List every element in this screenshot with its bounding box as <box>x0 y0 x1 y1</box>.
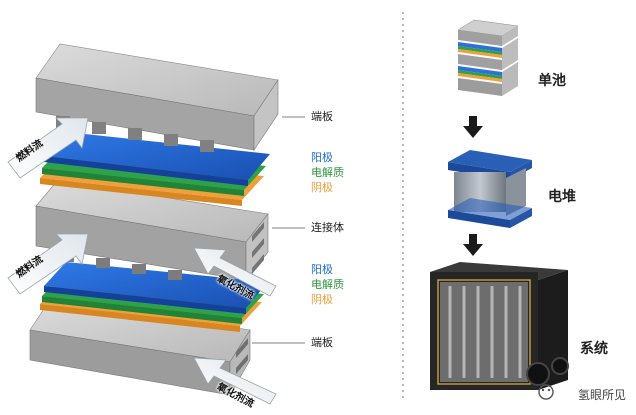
label-anode-2: 阳极 <box>311 263 333 276</box>
stack-icon <box>448 150 532 228</box>
down-arrow-2 <box>463 234 483 256</box>
bottom-end-plate <box>29 299 251 397</box>
label-electrolyte-2: 电解质 <box>311 278 344 291</box>
label-end-plate-bottom: 端板 <box>311 336 333 349</box>
upper-anode-layer <box>44 132 270 186</box>
label-anode-1: 阳极 <box>311 151 333 164</box>
label-stage-cell: 单池 <box>538 73 566 89</box>
down-arrow-1 <box>463 116 483 138</box>
label-electrolyte-1: 电解质 <box>311 166 344 179</box>
label-cathode-2: 阴极 <box>311 293 333 306</box>
fuel-flow-arrow-1 <box>7 117 89 179</box>
label-interconnect: 连接体 <box>311 221 344 234</box>
watermark-logo-icon <box>538 384 554 400</box>
label-end-plate-top: 端板 <box>311 110 333 123</box>
single-cell-icon <box>457 19 519 96</box>
oxidant-flow-arrow-2 <box>193 357 277 405</box>
label-stage-system: 系统 <box>580 341 608 357</box>
lower-anode-layer <box>44 262 268 314</box>
watermark-text: 氢眼所见 <box>577 388 626 402</box>
fuel-flow-arrow-2 <box>7 233 89 295</box>
label-leader-lines <box>252 116 305 344</box>
oxidant-flow-arrow-1 <box>193 247 277 297</box>
system-icon <box>430 262 569 390</box>
label-cathode-1: 阴极 <box>311 181 333 194</box>
label-stage-stack: 电堆 <box>548 189 576 205</box>
